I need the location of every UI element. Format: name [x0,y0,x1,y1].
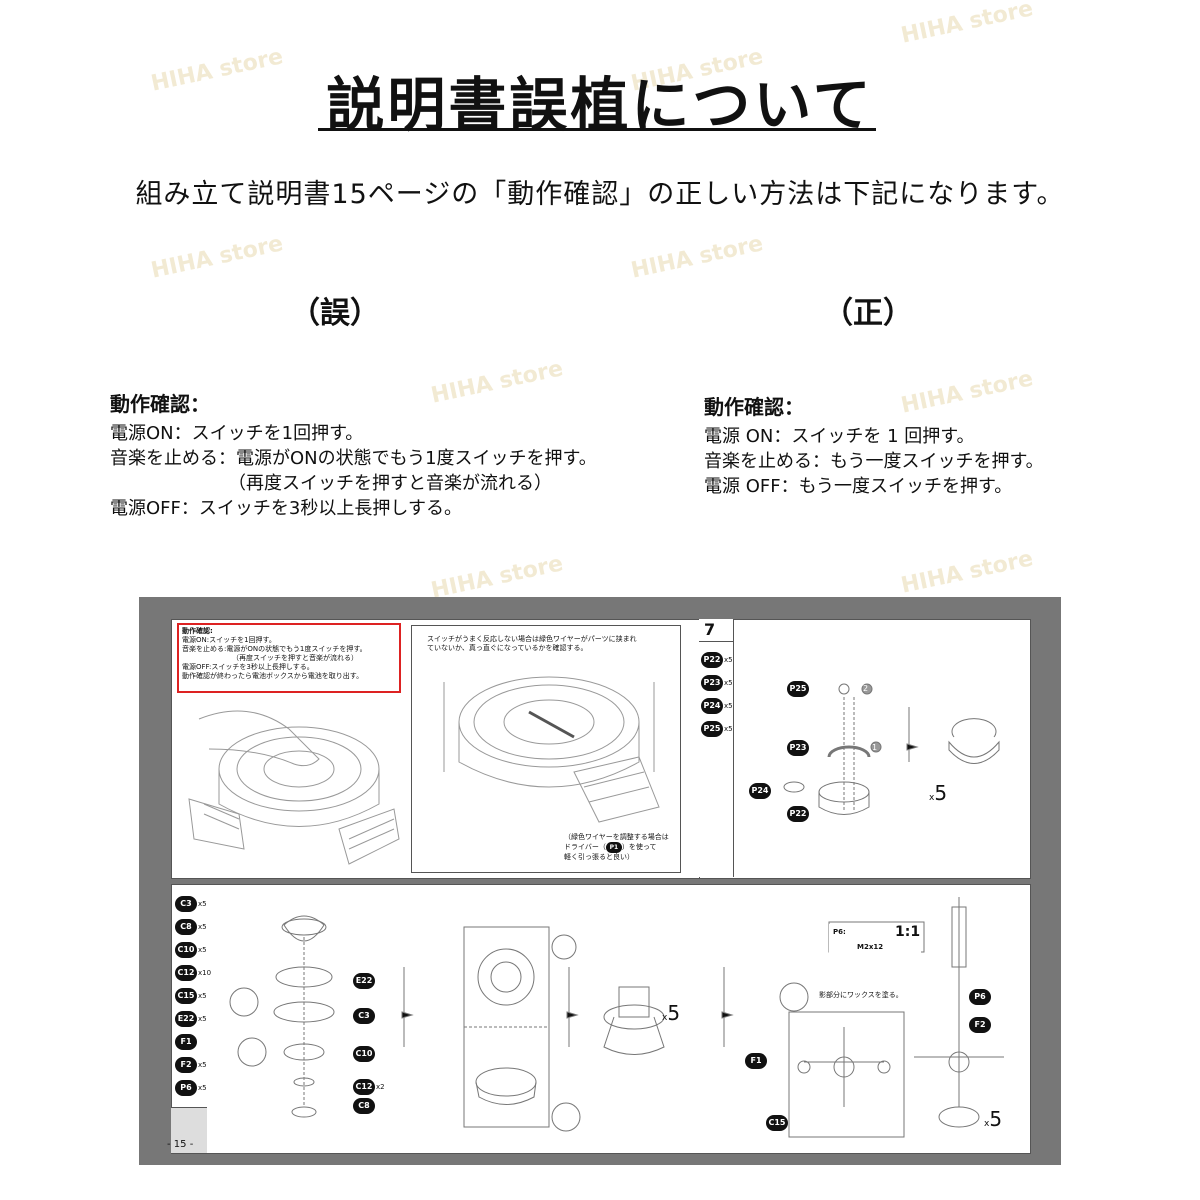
red-box-line: 音楽を止める:電源がONの状態でもう1度スイッチを押す。 [182,645,367,653]
wrong-line: 電源ON：スイッチを1回押す。 [110,423,364,444]
watermark: HIHA store [428,551,566,604]
intro-text: 組み立て説明書15ページの「動作確認」の正しい方法は下記になります。 [135,179,1065,210]
wrong-block: 動作確認： 電源ON：スイッチを1回押す。 音楽を止める：電源がONの状態でもう… [110,392,597,521]
callout-c8: C8 [353,1098,375,1114]
callout-f2: F2 [969,1017,991,1033]
callout-c3: C3 [353,1008,375,1024]
watermark: HIHA store [898,546,1036,599]
callout-c10: C10 [353,1046,375,1062]
red-box-heading: 動作確認: [182,627,213,635]
callout-f1: F1 [745,1053,767,1069]
title-underline [318,128,876,131]
callout-step-2: 2 [863,684,869,693]
watermark: HIHA store [628,231,766,284]
callout-p23: P23 [787,740,809,756]
red-box-line: 電源OFF:スイッチを3秒以上長押しする。 [182,663,314,671]
times-5-badge: x5 [662,1001,681,1025]
part-item: F1 [175,1029,211,1052]
red-box-line: 電源ON:スイッチを1回押す。 [182,636,276,644]
correct-line: 電源 OFF：もう一度スイッチを押す。 [704,476,1013,497]
correct-line: 音楽を止める：もう一度スイッチを押す。 [704,451,1044,472]
step-7-panel [699,619,1031,879]
callout-p24: P24 [749,783,771,799]
step-number-divider [699,641,733,642]
p1-chip: P1 [605,842,622,853]
driver-note-line: （緑色ワイヤーを調整する場合は [564,833,669,841]
times-5-badge: x5 [929,781,948,805]
correct-heading: 動作確認： [704,395,804,419]
wire-check-illustration [443,676,660,823]
wax-note: 影部分にワックスを塗る。 [819,991,903,999]
watermark: HIHA store [898,0,1036,49]
wrong-label: （誤） [290,296,380,331]
screw-label: P6: [833,928,846,936]
red-highlight-box: 動作確認: 電源ON:スイッチを1回押す。 音楽を止める:電源がONの状態でもう… [177,623,401,693]
page-title: 説明書誤植について [326,71,874,139]
wrong-line: （再度スイッチを押すと音楽が流れる） [228,473,552,494]
correct-block: 動作確認： 電源 ON：スイッチを 1 回押す。 音楽を止める：もう一度スイッチ… [704,395,1044,499]
watermark: HIHA store [148,231,286,284]
callout-c15: C15 [766,1115,788,1131]
correct-line: 電源 ON：スイッチを 1 回押す。 [704,426,975,447]
step-number: 7 [704,620,716,639]
bottom-assembly-diagram [229,897,1004,1138]
callout-p6: P6 [969,989,991,1005]
wire-note: スイッチがうまく反応しない場合は緑色ワイヤーがパーツに挟まれていないか、真っ直ぐ… [427,635,637,652]
wire-check-panel [411,625,681,873]
callout-p25: P25 [787,681,809,697]
screw-size: M2x12 [857,943,884,951]
driver-note-line: 軽く引っ張ると良い） [564,853,634,861]
screw-scale: 1:1 [895,924,921,940]
driver-note-line: ドライバー（P1）を使って [564,842,657,853]
wrong-heading: 動作確認： [110,392,210,416]
manual-page-image: 動作確認: 電源ON:スイッチを1回押す。 音楽を止める:電源がONの状態でもう… [139,597,1061,1165]
hand-press-illustration [188,710,400,865]
times-5-badge: x5 [984,1107,1003,1131]
driver-note: （緑色ワイヤーを調整する場合は ドライバー（P1）を使って 軽く引っ張ると良い） [564,833,679,862]
callout-p22: P22 [787,806,809,822]
page-fold [171,1107,207,1153]
wrong-line: 音楽を止める：電源がONの状態でもう1度スイッチを押す。 [110,448,597,469]
correct-label: （正） [823,296,913,331]
red-box-line: （再度スイッチを押すと音楽が流れる） [232,654,358,662]
callout-step-1: 1 [872,743,878,752]
screw-scale-box: P6: 1:1 M2x12 [829,924,921,954]
wrong-line: 電源OFF：スイッチを3秒以上長押しする。 [110,498,462,519]
callout-e22: E22 [353,973,375,989]
red-box-line: 動作確認が終わったら電池ボックスから電池を取り出す。 [182,672,364,680]
page-number: - 15 - [167,1139,194,1150]
step-7-exploded-diagram [783,683,1000,815]
